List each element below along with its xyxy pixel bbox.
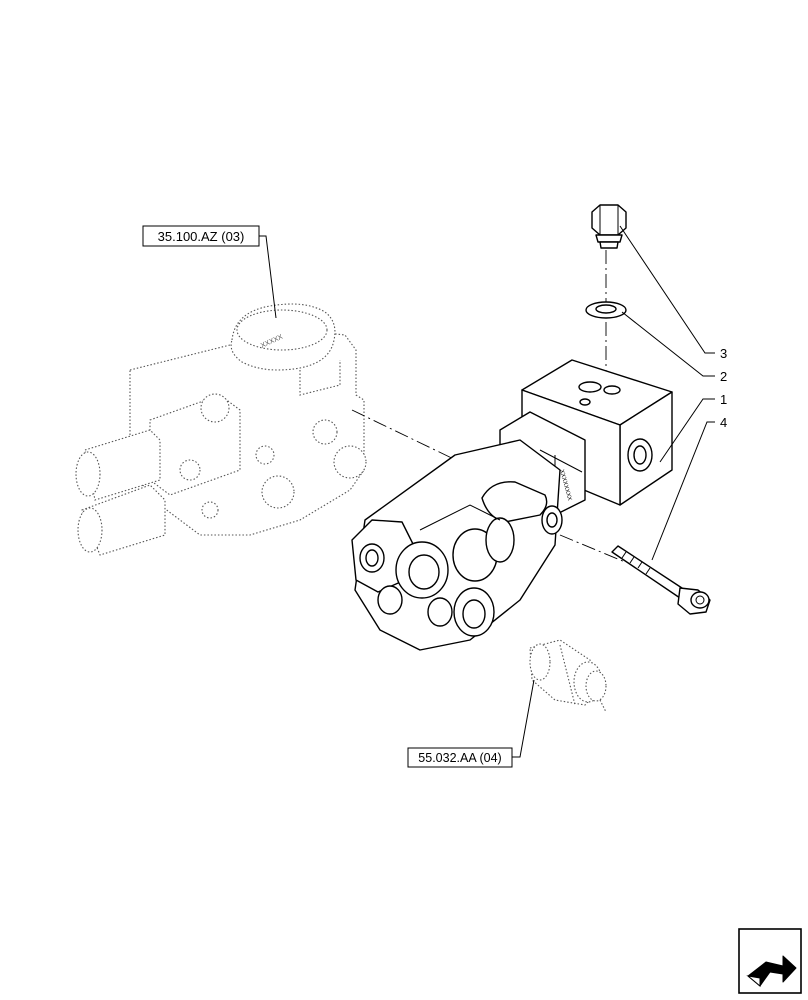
- callout-leader-4: [651, 421, 715, 561]
- plug-part: [591, 204, 627, 249]
- seal-washer-part: [585, 301, 627, 319]
- page-navigation-arrow-icon[interactable]: [738, 928, 802, 994]
- reference-box-top-left[interactable]: 35.100.AZ (03): [142, 225, 260, 247]
- reference-leader-bottom: [512, 679, 535, 758]
- solenoid-valve-part: XXXXXXXX: [351, 359, 673, 651]
- callout-number-2: 2: [720, 369, 727, 384]
- callout-leader-1: [659, 398, 715, 463]
- control-valve-ghost: XXXXX: [75, 303, 367, 556]
- callout-number-4: 4: [720, 415, 727, 430]
- callout-number-3: 3: [720, 346, 727, 361]
- callout-number-1: 1: [720, 392, 727, 407]
- connector-ghost: [529, 639, 607, 713]
- axis-line-valve: [351, 409, 461, 463]
- reference-box-bottom[interactable]: 55.032.AA (04): [407, 747, 513, 768]
- callout-leader-3: [619, 225, 715, 354]
- callout-leader-2: [621, 311, 715, 377]
- reference-label-top-left: 35.100.AZ (03): [158, 229, 245, 244]
- axis-line-screw: [559, 534, 626, 563]
- cap-screw-part: [611, 545, 711, 615]
- reference-leader-top-left: [259, 235, 277, 319]
- reference-label-bottom: 55.032.AA (04): [418, 751, 501, 765]
